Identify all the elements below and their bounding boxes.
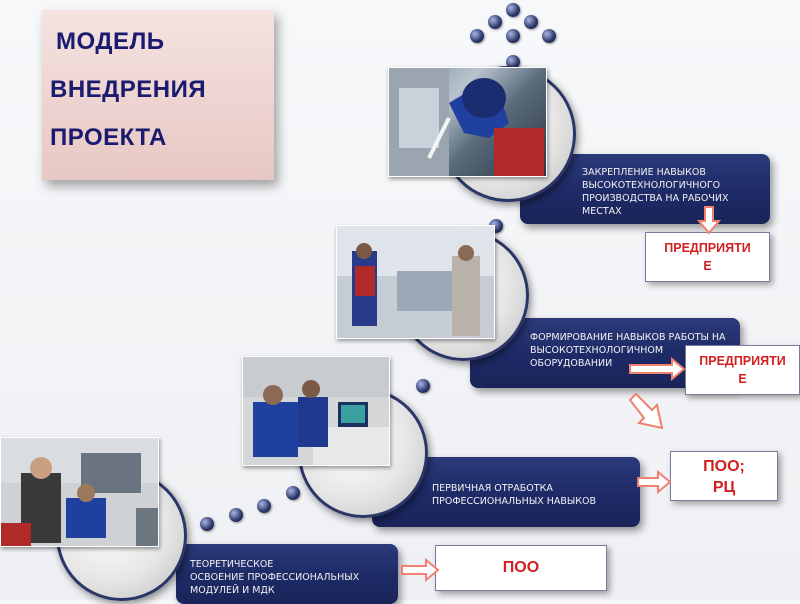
step-4-line-3: ПРОИЗВОДСТВА НА РАБОЧИХ xyxy=(582,192,728,205)
arrow-right-icon xyxy=(628,357,686,381)
dot-icon xyxy=(470,29,484,43)
title-line-1: МОДЕЛЬ xyxy=(56,28,165,56)
step-2-line-2: ПРОФЕССИОНАЛЬНЫХ НАВЫКОВ xyxy=(432,495,596,508)
title-line-2: ВНЕДРЕНИЯ xyxy=(50,76,206,104)
title-line-3: ПРОЕКТА xyxy=(50,124,167,152)
dot-icon xyxy=(286,486,300,500)
badge-poo-rc-line-2: РЦ xyxy=(671,477,777,498)
badge-poo-rc: ПОО; РЦ xyxy=(670,451,778,501)
step-1-line-2: ОСВОЕНИЕ ПРОФЕССИОНАЛЬНЫХ xyxy=(190,571,359,584)
step-3-line-1: ФОРМИРОВАНИЕ НАВЫКОВ РАБОТЫ НА xyxy=(530,331,726,344)
dot-icon xyxy=(257,499,271,513)
step-2-line-1: ПЕРВИЧНАЯ ОТРАБОТКА xyxy=(432,482,596,495)
dot-icon xyxy=(200,517,214,531)
badge-enterprise-mid-line-2: Е xyxy=(686,370,799,388)
dot-icon xyxy=(524,15,538,29)
badge-enterprise-mid-line-1: ПРЕДПРИЯТИ xyxy=(686,352,799,370)
dot-icon xyxy=(416,379,430,393)
dot-icon xyxy=(506,3,520,17)
arrow-diagonal-icon xyxy=(626,392,666,432)
dot-icon xyxy=(229,508,243,522)
step-1-line-3: МОДУЛЕЙ И МДК xyxy=(190,584,359,597)
badge-poo: ПОО xyxy=(435,545,607,591)
photo-computer-class xyxy=(242,356,390,466)
arrow-down-icon xyxy=(697,205,721,235)
badge-poo-rc-line-1: ПОО; xyxy=(671,456,777,477)
badge-enterprise-top-line-2: Е xyxy=(646,257,769,275)
badge-enterprise-mid: ПРЕДПРИЯТИ Е xyxy=(685,345,800,395)
dot-icon xyxy=(488,15,502,29)
title-box: МОДЕЛЬ ВНЕДРЕНИЯ ПРОЕКТА xyxy=(42,10,274,180)
step-4-line-2: ВЫСОКОТЕХНОЛОГИЧНОГО xyxy=(582,179,728,192)
step-2-text: ПЕРВИЧНАЯ ОТРАБОТКА ПРОФЕССИОНАЛЬНЫХ НАВ… xyxy=(432,482,596,508)
photo-teacher xyxy=(0,437,159,547)
photo-welder xyxy=(388,67,547,177)
badge-enterprise-top: ПРЕДПРИЯТИ Е xyxy=(645,232,770,282)
step-4-line-1: ЗАКРЕПЛЕНИЕ НАВЫКОВ xyxy=(582,166,728,179)
badge-enterprise-top-line-1: ПРЕДПРИЯТИ xyxy=(646,239,769,257)
arrow-right-icon xyxy=(400,558,440,582)
photo-workshop xyxy=(336,225,495,339)
dot-icon xyxy=(542,29,556,43)
arrow-right-icon xyxy=(636,470,672,494)
dot-icon xyxy=(506,29,520,43)
step-1-text: ТЕОРЕТИЧЕСКОЕ ОСВОЕНИЕ ПРОФЕССИОНАЛЬНЫХ … xyxy=(190,558,359,597)
step-1-line-1: ТЕОРЕТИЧЕСКОЕ xyxy=(190,558,359,571)
